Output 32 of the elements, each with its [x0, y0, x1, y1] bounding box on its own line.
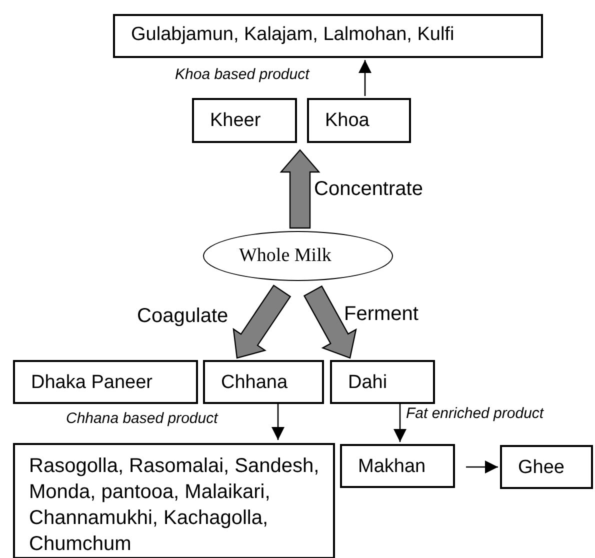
process-box	[13, 443, 335, 558]
edge-label: Ferment	[344, 303, 418, 326]
node-text: Kheer	[210, 110, 261, 132]
process-box	[113, 14, 543, 58]
arrow	[358, 60, 372, 96]
process-box	[307, 98, 411, 143]
process-box	[500, 445, 593, 489]
process-box	[340, 444, 455, 488]
node-text: Khoa	[325, 110, 370, 132]
block-arrow	[232, 284, 292, 359]
process-box	[330, 360, 435, 404]
node-text: Whole Milk	[239, 245, 332, 267]
edge-label: Fat enriched product	[406, 405, 544, 422]
node-text: Gulabjamun, Kalajam, Lalmohan, Kulfi	[131, 24, 454, 46]
block-arrow	[280, 149, 320, 229]
edge-label: Coagulate	[137, 305, 228, 328]
arrow	[272, 404, 284, 440]
block-arrow	[303, 285, 357, 359]
edge-label: Khoa based product	[175, 66, 310, 83]
node-text: Rasogolla, Rasomalai, Sandesh, Monda, pantooa, Malaikari, Channamukhi, Kachagolla, Chumchum	[29, 454, 320, 557]
process-box	[13, 360, 198, 404]
edge-label: Chhana based product	[66, 410, 218, 427]
process-box	[203, 360, 324, 404]
process-box	[192, 98, 297, 143]
node-text: Makhan	[358, 456, 426, 478]
arrow	[466, 460, 498, 474]
edge-label: Concentrate	[314, 178, 423, 201]
node-text: Ghee	[518, 457, 564, 479]
node-text: Chhana	[221, 372, 288, 394]
node-text: Dahi	[348, 372, 388, 394]
arrow	[394, 404, 406, 442]
node-text: Dhaka Paneer	[31, 372, 152, 394]
